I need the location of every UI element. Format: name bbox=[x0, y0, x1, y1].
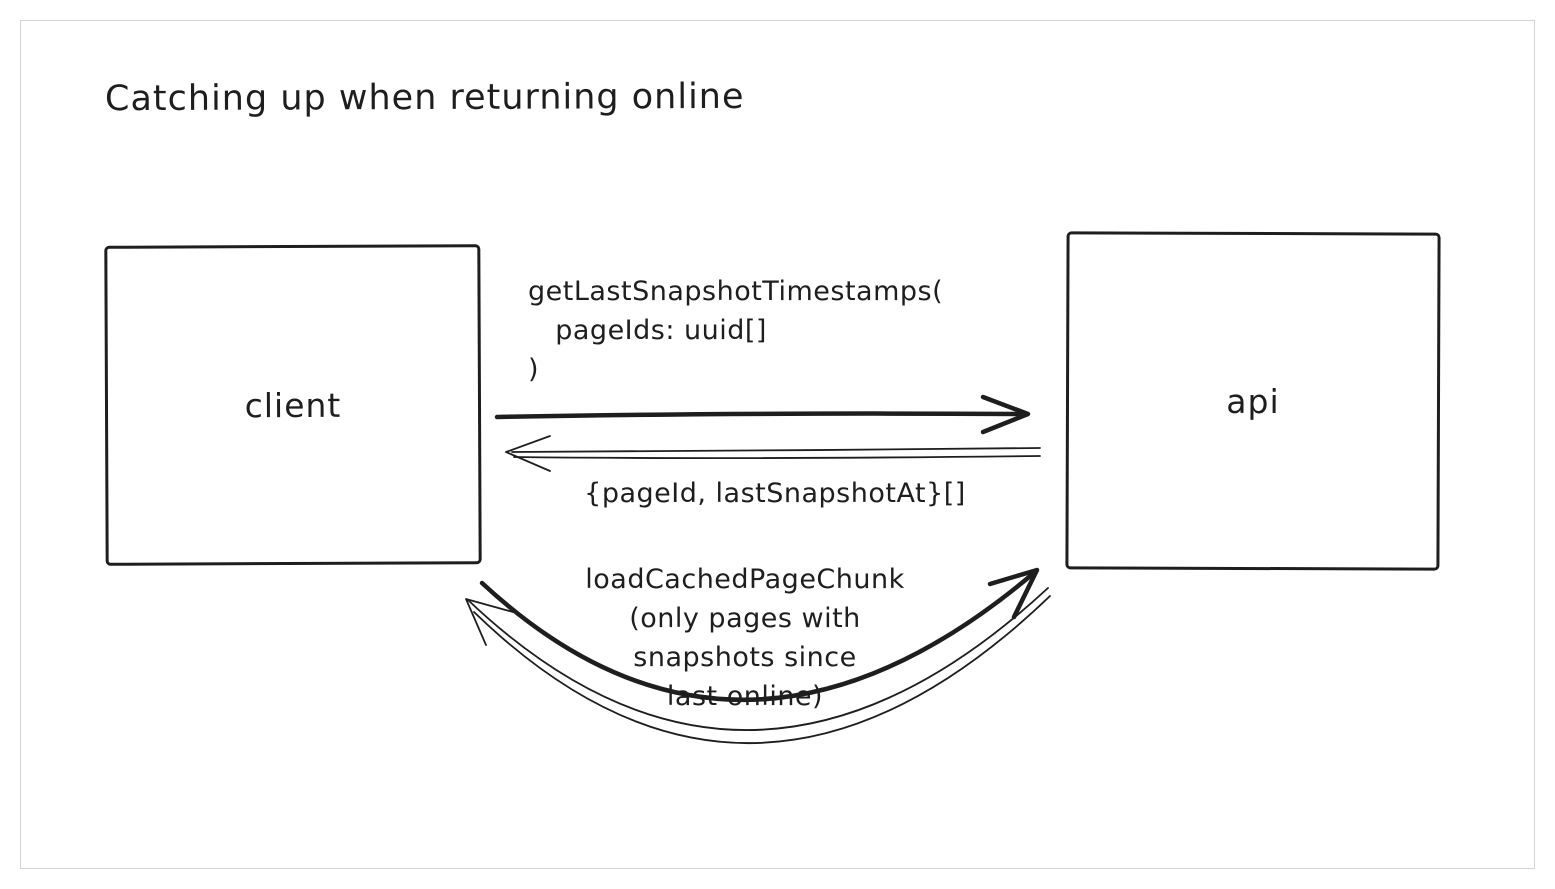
response-arrow-line bbox=[511, 447, 1041, 453]
load-cached-page-chunk-label: loadCachedPageChunk (only pages with sna… bbox=[585, 564, 905, 712]
chunk-request-curve bbox=[479, 569, 1038, 703]
chunk-response-curve-2 bbox=[473, 595, 1051, 745]
request-arrow-label: getLastSnapshotTimestamps( pageIds: uuid… bbox=[528, 276, 944, 385]
request-arrow-line bbox=[494, 411, 1025, 420]
canvas-frame bbox=[20, 20, 1535, 869]
chunk-request-arrowhead-icon bbox=[987, 567, 1040, 620]
response-arrow-label: {pageId, lastSnapshotAt}[] bbox=[584, 478, 966, 509]
request-arrowhead-icon bbox=[980, 394, 1031, 435]
chunk-response-curve bbox=[467, 587, 1049, 731]
response-arrow-line-2 bbox=[513, 455, 1041, 459]
chunk-response-arrowhead-icon bbox=[465, 598, 514, 646]
response-arrowhead-icon bbox=[505, 435, 551, 472]
